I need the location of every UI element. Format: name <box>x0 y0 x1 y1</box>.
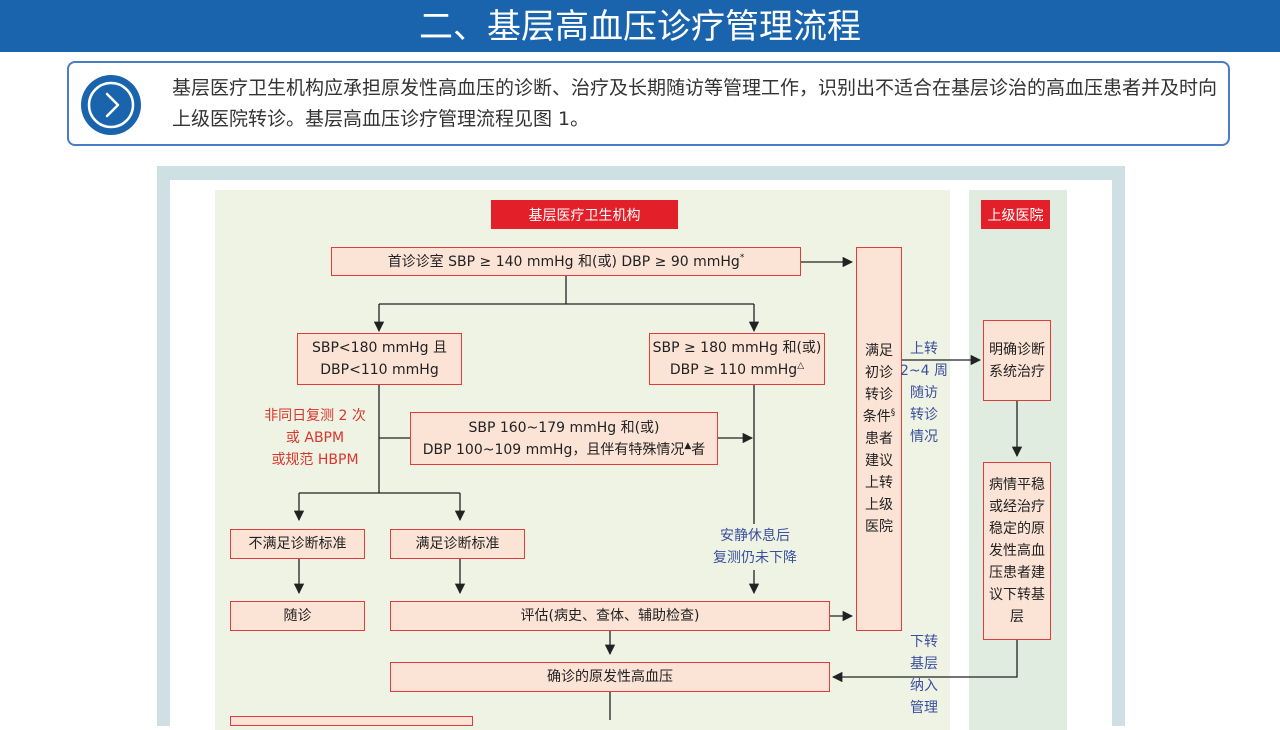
next-step-box <box>230 716 473 726</box>
rest-retest-note: 安静休息后 复测仍未下降 <box>713 528 797 566</box>
hospital-panel <box>969 190 1067 730</box>
downward-referral-note: 下转 基层 纳入 管理 <box>910 634 938 716</box>
chevron-right-circle-icon <box>81 75 141 135</box>
stable-patient-box: 病情平稳 或经治疗 稳定的原 发性高血 压患者建 议下转基 层 <box>983 462 1051 640</box>
primary-care-label: 基层医疗卫生机构 <box>491 200 678 229</box>
intro-card: 基层医疗卫生机构应承担原发性高血压的诊断、治疗及长期随访等管理工作，识别出不适合… <box>67 61 1230 146</box>
referral-criteria-box: 满足 初诊 转诊 条件§ 患者 建议 上转 上级 医院 <box>856 247 902 631</box>
page-title: 二、基层高血压诊疗管理流程 <box>0 0 1280 52</box>
hospital-label: 上级医院 <box>981 200 1050 229</box>
first-visit-box: 首诊诊室 SBP ≥ 140 mmHg 和(或) DBP ≥ 90 mmHg* <box>331 247 801 276</box>
upward-referral-note: 上转 2~4 周 随访 转诊 情况 <box>900 341 948 445</box>
meet-criteria-box: 满足诊断标准 <box>390 529 525 559</box>
follow-up-box: 随诊 <box>230 601 365 631</box>
special-condition-box: SBP 160~179 mmHg 和(或)DBP 100~109 mmHg，且伴… <box>410 412 718 465</box>
intro-text: 基层医疗卫生机构应承担原发性高血压的诊断、治疗及长期随访等管理工作，识别出不适合… <box>172 77 1218 130</box>
hospital-diagnosis-box: 明确诊断系统治疗 <box>983 320 1051 401</box>
retest-note: 非同日复测 2 次 或 ABPM 或规范 HBPM <box>264 408 366 468</box>
not-meet-criteria-box: 不满足诊断标准 <box>230 529 365 559</box>
evaluate-box: 评估(病史、查体、辅助检查) <box>390 601 830 631</box>
confirmed-hypertension-box: 确诊的原发性高血压 <box>390 662 830 692</box>
above-180-box: SBP ≥ 180 mmHg 和(或)DBP ≥ 110 mmHg△ <box>649 333 825 385</box>
